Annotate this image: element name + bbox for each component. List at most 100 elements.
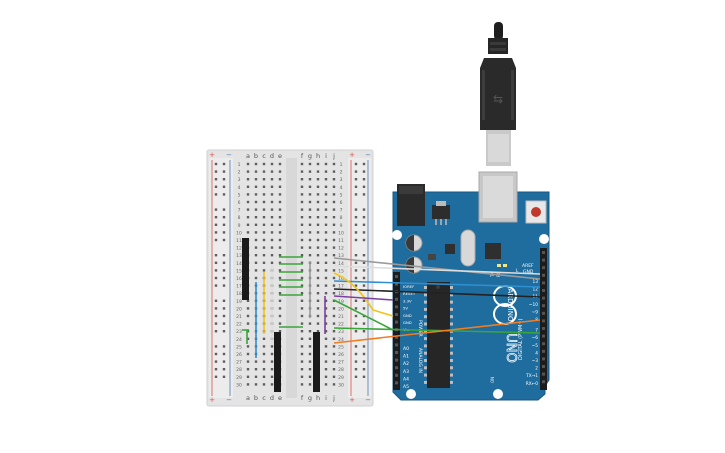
rail-hole[interactable] bbox=[222, 360, 226, 363]
breadboard-hole[interactable] bbox=[300, 375, 304, 378]
rail-hole[interactable] bbox=[354, 284, 358, 287]
wire-white-to-gnd[interactable] bbox=[333, 265, 541, 275]
rail-hole[interactable] bbox=[354, 185, 358, 188]
breadboard-hole[interactable] bbox=[270, 193, 274, 196]
rail-hole[interactable] bbox=[354, 330, 358, 333]
breadboard-hole[interactable] bbox=[316, 269, 320, 272]
rail-hole[interactable] bbox=[214, 352, 218, 356]
rail-hole[interactable] bbox=[222, 368, 226, 371]
rail-hole[interactable] bbox=[214, 162, 218, 166]
breadboard-hole[interactable] bbox=[308, 360, 312, 363]
breadboard-hole[interactable] bbox=[254, 200, 258, 204]
breadboard-hole[interactable] bbox=[262, 383, 266, 386]
breadboard-hole[interactable] bbox=[254, 383, 258, 386]
rail-hole[interactable] bbox=[222, 185, 226, 188]
rail-hole[interactable] bbox=[222, 284, 226, 287]
breadboard-hole[interactable] bbox=[308, 322, 312, 325]
breadboard-hole[interactable] bbox=[300, 185, 304, 188]
breadboard-hole[interactable] bbox=[246, 360, 250, 363]
rail-hole[interactable] bbox=[362, 368, 366, 371]
breadboard-hole[interactable] bbox=[262, 208, 266, 211]
rail-hole[interactable] bbox=[354, 170, 358, 173]
breadboard-hole[interactable] bbox=[246, 162, 250, 166]
breadboard-hole[interactable] bbox=[308, 208, 312, 211]
rail-hole[interactable] bbox=[222, 269, 226, 272]
breadboard-hole[interactable] bbox=[308, 352, 312, 356]
breadboard-hole[interactable] bbox=[300, 170, 304, 173]
wire-black-to-pin11[interactable] bbox=[333, 288, 541, 298]
breadboard-hole[interactable] bbox=[278, 223, 282, 226]
pin-header-bottom-right[interactable] bbox=[313, 332, 320, 392]
breadboard-hole[interactable] bbox=[332, 330, 336, 333]
rail-hole[interactable] bbox=[362, 276, 366, 280]
breadboard-hole[interactable] bbox=[324, 269, 328, 272]
breadboard-hole[interactable] bbox=[278, 307, 282, 310]
rail-hole[interactable] bbox=[354, 345, 358, 348]
breadboard-hole[interactable] bbox=[278, 246, 282, 249]
pin-header-left[interactable] bbox=[242, 238, 249, 300]
rail-hole[interactable] bbox=[362, 193, 366, 196]
breadboard-hole[interactable] bbox=[324, 352, 328, 356]
breadboard-hole[interactable] bbox=[324, 200, 328, 204]
header-pin[interactable] bbox=[395, 343, 398, 347]
breadboard-hole[interactable] bbox=[270, 261, 274, 264]
breadboard-hole[interactable] bbox=[324, 178, 328, 181]
breadboard-hole[interactable] bbox=[246, 322, 250, 325]
breadboard-hole[interactable] bbox=[262, 238, 266, 242]
header-pin[interactable] bbox=[542, 349, 545, 353]
breadboard-hole[interactable] bbox=[262, 231, 266, 234]
wire-orange-to-pin8[interactable] bbox=[333, 319, 541, 344]
rail-hole[interactable] bbox=[222, 162, 226, 166]
breadboard-hole[interactable] bbox=[262, 269, 266, 272]
breadboard-hole[interactable] bbox=[254, 162, 258, 166]
breadboard-hole[interactable] bbox=[324, 360, 328, 363]
breadboard-hole[interactable] bbox=[332, 162, 336, 166]
rail-hole[interactable] bbox=[222, 276, 226, 280]
breadboard-hole[interactable] bbox=[262, 375, 266, 378]
rail-hole[interactable] bbox=[214, 276, 218, 280]
breadboard-hole[interactable] bbox=[300, 314, 304, 318]
rail-hole[interactable] bbox=[222, 261, 226, 264]
rail-hole[interactable] bbox=[222, 375, 226, 378]
breadboard-hole[interactable] bbox=[332, 322, 336, 325]
breadboard-hole[interactable] bbox=[300, 307, 304, 310]
rail-hole[interactable] bbox=[222, 223, 226, 226]
rail-hole[interactable] bbox=[354, 352, 358, 356]
breadboard-hole[interactable] bbox=[324, 314, 328, 318]
rail-hole[interactable] bbox=[214, 269, 218, 272]
breadboard-hole[interactable] bbox=[300, 299, 304, 302]
breadboard-hole[interactable] bbox=[324, 368, 328, 371]
breadboard-hole[interactable] bbox=[254, 261, 258, 264]
header-pin[interactable] bbox=[395, 335, 398, 339]
breadboard-hole[interactable] bbox=[270, 178, 274, 181]
breadboard-hole[interactable] bbox=[324, 330, 328, 333]
breadboard-hole[interactable] bbox=[246, 345, 250, 348]
breadboard-hole[interactable] bbox=[300, 208, 304, 211]
header-pin[interactable] bbox=[395, 275, 398, 278]
breadboard-hole[interactable] bbox=[246, 299, 250, 302]
breadboard-hole[interactable] bbox=[316, 330, 320, 333]
breadboard-hole[interactable] bbox=[270, 231, 274, 234]
breadboard-hole[interactable] bbox=[246, 352, 250, 356]
breadboard-hole[interactable] bbox=[278, 170, 282, 173]
rail-hole[interactable] bbox=[214, 261, 218, 264]
header-pin[interactable] bbox=[542, 327, 545, 330]
rail-hole[interactable] bbox=[222, 299, 226, 302]
wire-green-to-pin7[interactable] bbox=[333, 327, 541, 334]
header-pin[interactable] bbox=[542, 372, 545, 376]
rail-hole[interactable] bbox=[354, 238, 358, 242]
breadboard-hole[interactable] bbox=[316, 193, 320, 196]
breadboard-hole[interactable] bbox=[300, 162, 304, 166]
breadboard-hole[interactable] bbox=[270, 162, 274, 166]
breadboard-hole[interactable] bbox=[278, 314, 282, 318]
breadboard-hole[interactable] bbox=[262, 178, 266, 181]
rail-hole[interactable] bbox=[362, 284, 366, 287]
breadboard-hole[interactable] bbox=[300, 276, 304, 280]
breadboard-hole[interactable] bbox=[308, 231, 312, 234]
breadboard-hole[interactable] bbox=[262, 200, 266, 204]
rail-hole[interactable] bbox=[354, 178, 358, 181]
breadboard-hole[interactable] bbox=[316, 216, 320, 219]
rail-hole[interactable] bbox=[214, 193, 218, 196]
breadboard-hole[interactable] bbox=[254, 178, 258, 181]
breadboard-hole[interactable] bbox=[308, 330, 312, 333]
